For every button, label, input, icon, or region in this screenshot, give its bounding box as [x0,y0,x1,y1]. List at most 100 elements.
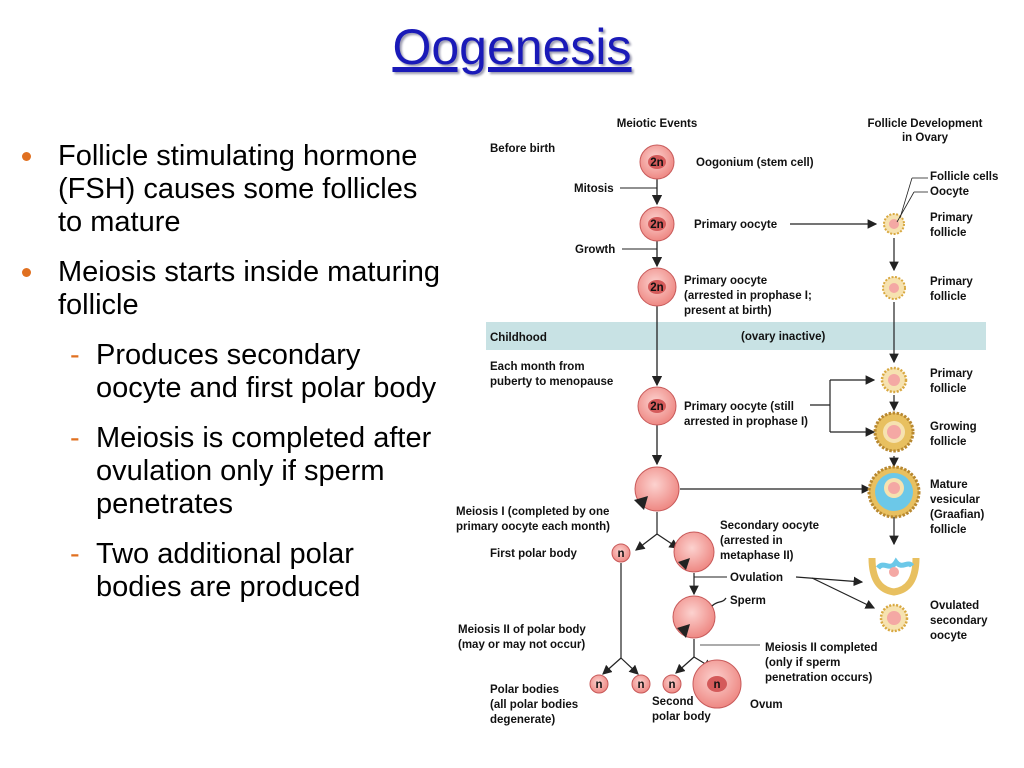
label-ovary-inactive: (ovary inactive) [741,331,826,343]
label-polar-bodies-3: degenerate) [490,714,555,726]
label-mature-4: follicle [930,524,966,536]
dash-icon: - [70,422,80,454]
label-mature-2: vesicular [930,494,980,506]
meiosis-i-cell [634,466,680,512]
label-primary-follicle-3b: follicle [930,383,966,395]
label-sec-oocyte-1: Secondary oocyte [720,520,819,532]
label-primary-follicle-1a: Primary [930,212,973,224]
sub-bullet-text: Meiosis is completed after ovulation onl… [96,422,432,520]
ploidy-label: n [668,679,675,691]
label-sec-oocyte-2: (arrested in [720,535,783,547]
label-oocyte: Oocyte [930,186,969,198]
ploidy-label: n [637,679,644,691]
ovulated-oocyte [879,603,909,633]
secondary-oocyte-cell [673,531,715,573]
childhood-band [486,322,986,350]
label-oogonium: Oogonium (stem cell) [696,157,814,169]
label-second-polar-2: polar body [652,711,711,723]
ploidy-label: 2n [650,401,663,413]
secondary-oocyte-sperm-cell [672,595,727,639]
sub-bullet-item: - Two additional polar bodies are produc… [22,538,442,604]
label-each-month-2: puberty to menopause [490,376,613,388]
ploidy-label: 2n [650,282,663,294]
primary-oocyte-cell: 2n [639,206,675,242]
polar-body-1: n [589,674,609,694]
ploidy-label: n [713,679,720,691]
label-meiosis2-done-1: Meiosis II completed [765,642,877,654]
sub-bullet-item: - Produces secondary oocyte and first po… [22,339,442,405]
label-meiosis2-done-2: (only if sperm [765,657,840,669]
header-meiotic-events: Meiotic Events [617,118,698,130]
ruptured-follicle [868,557,920,596]
label-meiosis2-done-3: penetration occurs) [765,672,873,684]
label-ovulated-3: oocyte [930,630,967,642]
label-sec-oocyte-3: metaphase II) [720,550,794,562]
label-primary-follicle-1b: follicle [930,227,966,239]
ploidy-label: n [617,548,624,560]
dash-icon: - [70,339,80,371]
label-growth: Growth [575,244,615,256]
label-primary-follicle-2b: follicle [930,291,966,303]
label-meiosis1-2: primary oocyte each month) [456,521,610,533]
header-follicle-development: Follicle Development [867,118,982,130]
label-growing-2: follicle [930,436,966,448]
bullet-text: Meiosis starts inside maturing follicle [58,256,440,321]
label-growing-1: Growing [930,421,977,433]
label-ovum: Ovum [750,699,783,711]
oogenesis-diagram: Meiotic Events Follicle Development in O… [456,118,998,726]
label-mature-1: Mature [930,479,968,491]
ovum-cell: n [692,659,742,709]
sub-bullet-text: Produces secondary oocyte and first pola… [96,339,437,404]
header-in-ovary: in Ovary [902,132,949,144]
ploidy-label: 2n [650,157,663,169]
dash-icon: - [70,538,80,570]
ploidy-label: n [595,679,602,691]
label-first-polar: First polar body [490,548,578,560]
bullet-dot-icon [22,152,31,161]
label-second-polar-1: Second [652,696,694,708]
growing-follicle [873,411,915,453]
primary-follicle-monthly [880,366,908,394]
bullet-text: Follicle stimulating hormone (FSH) cause… [58,140,418,238]
bullet-list: Follicle stimulating hormone (FSH) cause… [22,140,442,621]
label-primary-follicle-3a: Primary [930,368,973,380]
label-each-month-1: Each month from [490,361,585,373]
primary-oocyte-arrested-cell: 2n [637,267,677,307]
label-meiosis2-polar-2: (may or may not occur) [458,639,585,651]
label-po-arrested-3: present at birth) [684,305,772,317]
primary-follicle-arrested [882,276,906,300]
slide-title: Oogenesis [392,19,632,75]
label-po-still-1: Primary oocyte (still [684,401,794,413]
bullet-item: Follicle stimulating hormone (FSH) cause… [22,140,442,239]
label-ovulation: Ovulation [730,572,783,584]
label-before-birth: Before birth [490,143,555,155]
label-polar-bodies-1: Polar bodies [490,684,559,696]
label-mitosis: Mitosis [574,183,614,195]
label-meiosis1-1: Meiosis I (completed by one [456,506,609,518]
bullet-dot-icon [22,268,31,277]
label-po-still-2: arrested in prophase I) [684,416,808,428]
label-sperm: Sperm [730,595,766,607]
second-polar-body: n [662,674,682,694]
first-polar-body: n [611,543,631,563]
label-po-arrested-1: Primary oocyte [684,275,767,287]
label-meiosis2-polar-1: Meiosis II of polar body [458,624,586,636]
sub-bullet-text: Two additional polar bodies are produced [96,538,361,603]
primary-oocyte-still-cell: 2n [637,386,677,426]
label-primary-follicle-2a: Primary [930,276,973,288]
ploidy-label: 2n [650,219,663,231]
mature-follicle [867,465,921,519]
label-ovulated-2: secondary [930,615,988,627]
label-mature-3: (Graafian) [930,509,984,521]
label-ovulated-1: Ovulated [930,600,979,612]
label-primary-oocyte: Primary oocyte [694,219,777,231]
label-polar-bodies-2: (all polar bodies [490,699,578,711]
oogonium-cell: 2n [639,144,675,180]
label-childhood: Childhood [490,332,547,344]
label-follicle-cells: Follicle cells [930,171,998,183]
primary-follicle [883,213,905,235]
polar-body-2: n [631,674,651,694]
bullet-item: Meiosis starts inside maturing follicle [22,256,442,322]
sub-bullet-item: - Meiosis is completed after ovulation o… [22,422,442,521]
label-po-arrested-2: (arrested in prophase I; [684,290,812,302]
